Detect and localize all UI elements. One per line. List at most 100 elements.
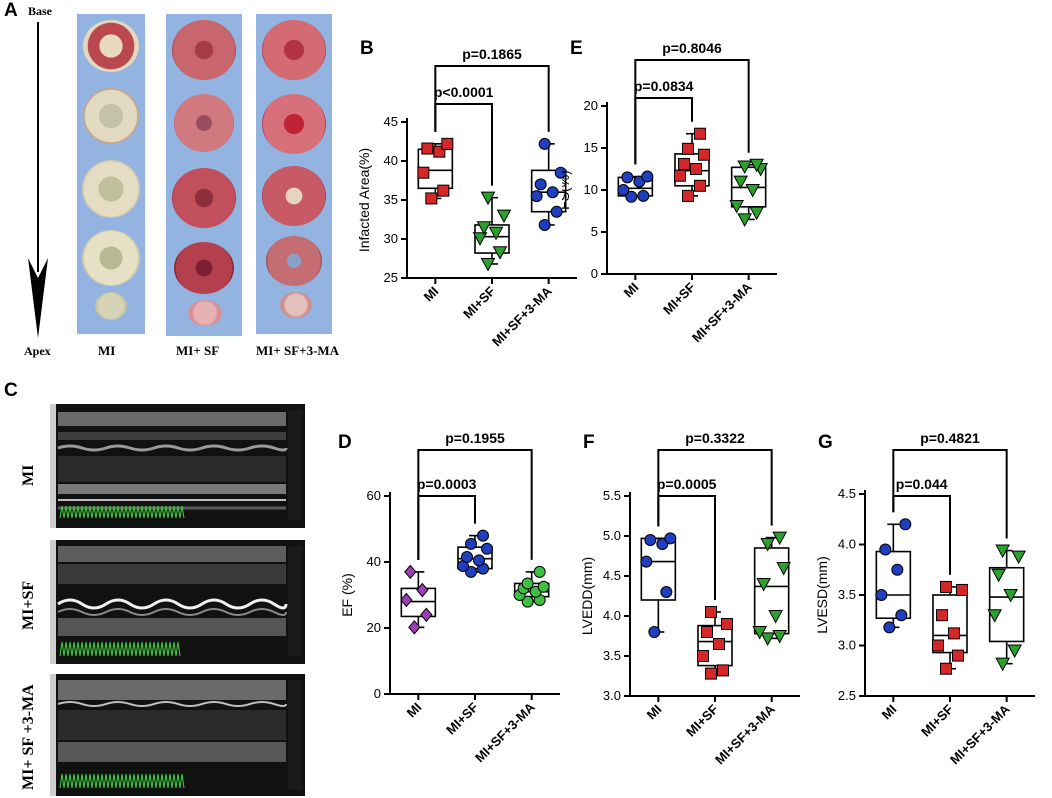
data-point bbox=[437, 184, 450, 197]
data-point bbox=[1003, 589, 1019, 603]
data-point bbox=[987, 609, 1003, 623]
y-tick-label: 3.0 bbox=[838, 638, 856, 653]
data-point bbox=[408, 620, 421, 635]
y-tick-label: 3.5 bbox=[838, 587, 856, 602]
data-point bbox=[952, 649, 964, 662]
y-tick-label: 4.0 bbox=[603, 608, 621, 623]
p-value-label: p=0.044 bbox=[896, 476, 948, 492]
data-point bbox=[690, 163, 702, 175]
data-point bbox=[737, 160, 753, 175]
data-point bbox=[496, 209, 512, 224]
data-point bbox=[932, 639, 944, 652]
p-value-label: p=0.1865 bbox=[462, 46, 522, 62]
y-tick-label: 0 bbox=[374, 686, 381, 701]
significance-bracket bbox=[892, 495, 951, 575]
x-tick-label: MI+SF bbox=[443, 699, 481, 737]
y-axis-label: Infacted Area(%) bbox=[356, 148, 372, 252]
x-tick-label: MI bbox=[621, 280, 642, 301]
y-tick-label: 5.5 bbox=[603, 488, 621, 503]
heart-slice bbox=[266, 236, 322, 286]
heart-slice bbox=[188, 300, 222, 326]
p-value-label: p=0.0005 bbox=[657, 476, 717, 492]
data-point bbox=[480, 257, 496, 272]
panel-letter: D bbox=[338, 432, 352, 453]
group-label-mi: MI bbox=[98, 343, 116, 358]
data-point bbox=[940, 580, 952, 593]
y-tick-label: 35 bbox=[384, 192, 398, 207]
data-point bbox=[617, 184, 630, 196]
echo-strip-mi-sf-3ma bbox=[50, 674, 305, 796]
heart-slice bbox=[172, 168, 236, 228]
data-point bbox=[717, 664, 729, 677]
x-tick-label: MI+SF+3-MA bbox=[689, 279, 755, 345]
data-point bbox=[772, 630, 788, 644]
data-point bbox=[701, 626, 713, 638]
box-iqr bbox=[753, 547, 790, 635]
data-point bbox=[538, 218, 551, 231]
data-point bbox=[534, 178, 547, 191]
box-iqr bbox=[932, 594, 968, 654]
data-point bbox=[477, 529, 489, 542]
base-to-apex-arrow bbox=[28, 22, 48, 338]
data-point bbox=[678, 157, 690, 170]
data-point bbox=[465, 537, 477, 550]
heart-slice bbox=[280, 292, 312, 318]
x-tick-label: MI bbox=[644, 702, 665, 723]
data-point bbox=[488, 226, 504, 241]
y-tick-label: 15 bbox=[584, 140, 598, 155]
x-tick-label: MI+SF bbox=[918, 701, 956, 739]
heart-slice bbox=[174, 94, 234, 152]
data-point bbox=[948, 627, 960, 640]
data-point bbox=[492, 246, 508, 260]
panel-a-letter: A bbox=[4, 0, 18, 21]
data-point bbox=[752, 626, 768, 640]
data-point bbox=[625, 190, 638, 203]
data-point bbox=[641, 170, 654, 183]
heart-slice bbox=[262, 94, 326, 154]
data-point bbox=[694, 179, 706, 192]
data-point bbox=[733, 175, 749, 190]
heart-slice bbox=[262, 20, 326, 80]
data-point bbox=[621, 171, 634, 184]
data-point bbox=[476, 221, 492, 235]
panel-letter: F bbox=[583, 432, 595, 453]
data-point bbox=[472, 232, 488, 246]
panel-letter: E bbox=[570, 38, 583, 59]
heart-slice bbox=[83, 88, 139, 144]
p-value-label: p=0.1955 bbox=[445, 430, 505, 446]
data-point bbox=[461, 551, 473, 564]
data-point bbox=[420, 607, 433, 623]
data-point bbox=[694, 127, 706, 140]
p-value-label: p=0.0834 bbox=[634, 78, 694, 94]
photo-column-mi-sf-3ma bbox=[256, 14, 332, 334]
x-tick-label: MI bbox=[421, 284, 442, 305]
significance-bracket bbox=[434, 65, 550, 132]
x-tick-label: MI bbox=[404, 700, 425, 721]
y-axis-label: FS(%) bbox=[562, 170, 572, 210]
data-point bbox=[433, 145, 446, 158]
data-point bbox=[465, 565, 477, 578]
data-point bbox=[697, 650, 709, 662]
echo-strip-mi bbox=[50, 404, 305, 528]
y-tick-label: 40 bbox=[384, 153, 398, 168]
p-value-label: p<0.0001 bbox=[434, 84, 494, 100]
y-tick-label: 10 bbox=[584, 182, 598, 197]
y-axis-label: LVESD(mm) bbox=[814, 556, 830, 634]
y-tick-label: 30 bbox=[384, 231, 398, 246]
data-point bbox=[1011, 550, 1027, 565]
data-point bbox=[940, 662, 952, 675]
data-point bbox=[995, 544, 1011, 559]
data-point bbox=[991, 568, 1007, 583]
data-point bbox=[760, 538, 776, 552]
p-value-label: p=0.0003 bbox=[417, 476, 477, 492]
x-tick-label: MI+SF bbox=[460, 283, 498, 321]
significance-bracket bbox=[892, 449, 1008, 539]
echo-row-label-mi: MI bbox=[20, 464, 37, 486]
data-point bbox=[883, 621, 896, 634]
echo-strip-mi-sf bbox=[50, 540, 305, 664]
heart-slice bbox=[82, 230, 140, 286]
y-tick-label: 4.5 bbox=[603, 568, 621, 583]
data-point bbox=[554, 166, 567, 179]
